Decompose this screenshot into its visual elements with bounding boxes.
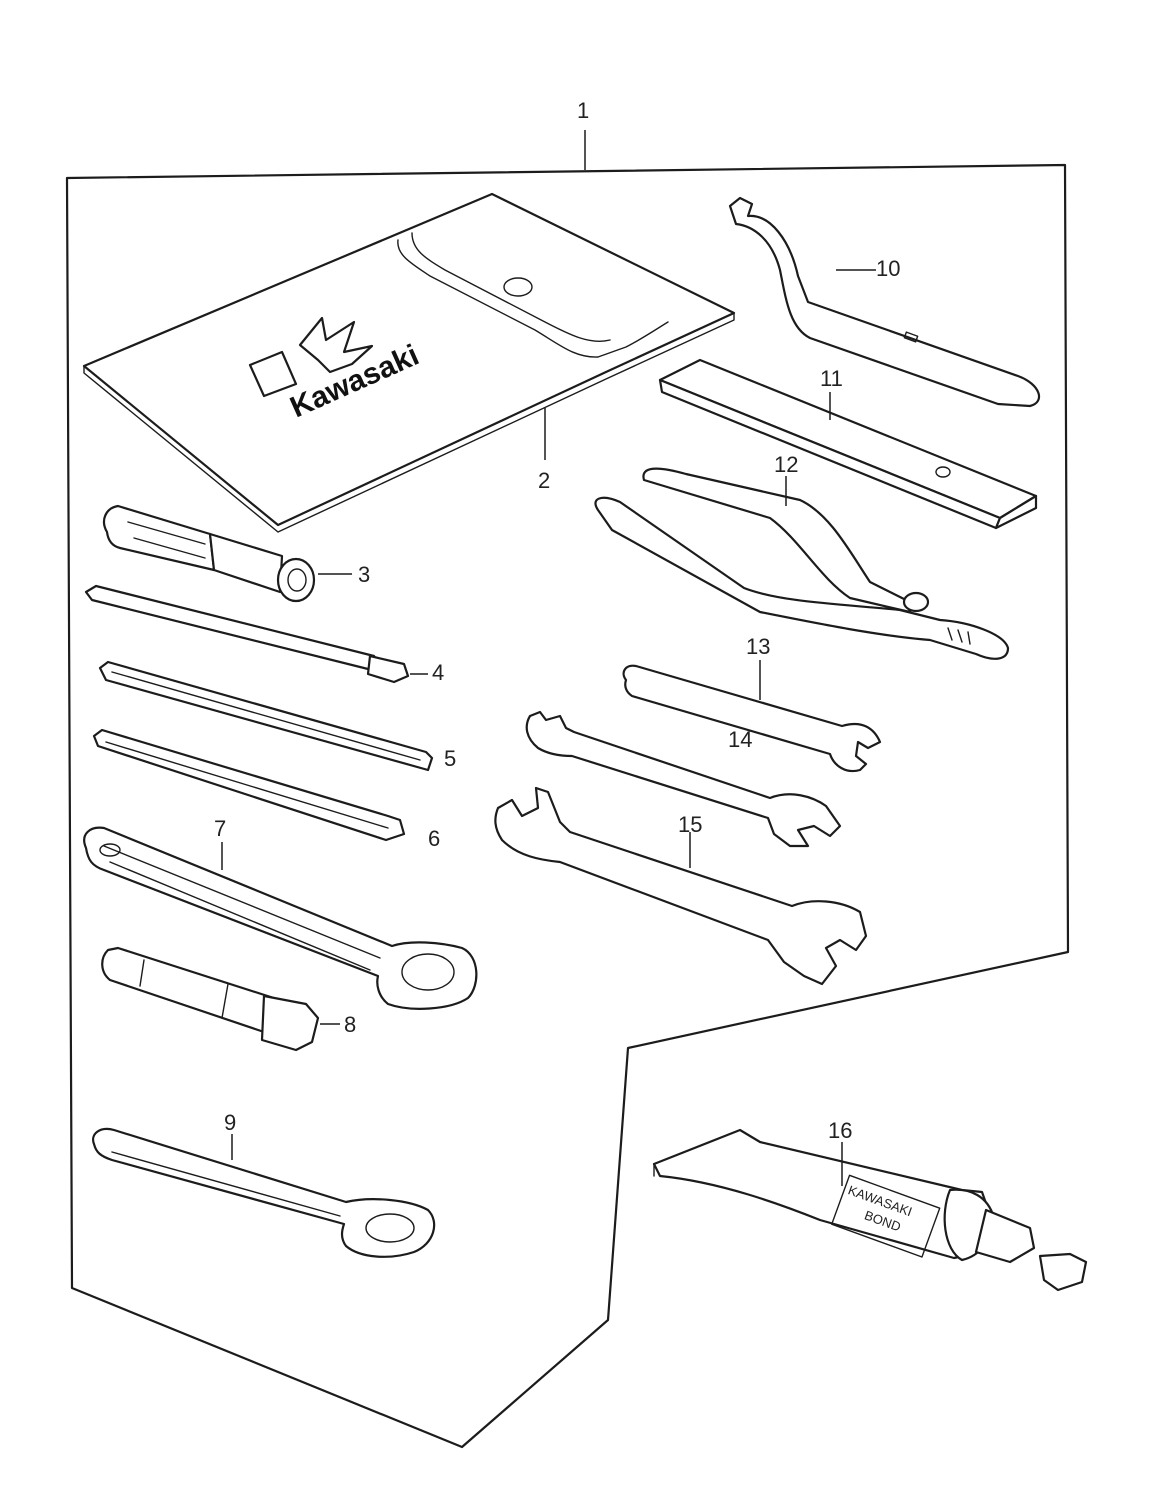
box-wrench bbox=[83, 826, 478, 1010]
callout-15: 15 bbox=[678, 812, 702, 837]
screwdriver-bit bbox=[98, 660, 434, 772]
callout-4: 4 bbox=[432, 660, 444, 685]
callout-1: 1 bbox=[577, 98, 589, 123]
flat-bar bbox=[658, 358, 1038, 530]
callout-2: 2 bbox=[538, 468, 550, 493]
screwdriver-shaft bbox=[84, 584, 410, 684]
screwdriver-bit-2 bbox=[92, 728, 406, 842]
callout-14: 14 bbox=[728, 727, 752, 752]
callout-11: 11 bbox=[820, 366, 843, 391]
callout-3: 3 bbox=[358, 562, 370, 587]
callout-13: 13 bbox=[746, 634, 770, 659]
pliers bbox=[594, 467, 1010, 660]
grease-tube: KAWASAKI BOND bbox=[652, 1128, 1088, 1292]
callout-16: 16 bbox=[828, 1118, 852, 1143]
box-wrench-2 bbox=[92, 1127, 436, 1258]
callout-9: 9 bbox=[224, 1110, 236, 1135]
kit-outline bbox=[65, 163, 1070, 1449]
callout-7: 7 bbox=[214, 816, 226, 841]
hook-spanner bbox=[728, 196, 1041, 408]
plug-wrench bbox=[101, 946, 320, 1052]
open-end-wrench-3 bbox=[494, 786, 868, 986]
callout-10: 10 bbox=[876, 256, 900, 281]
screwdriver-handle bbox=[102, 504, 316, 603]
open-end-wrench-2 bbox=[525, 710, 842, 848]
callout-12: 12 bbox=[774, 452, 798, 477]
callout-8: 8 bbox=[344, 1012, 356, 1037]
callout-5: 5 bbox=[444, 746, 456, 771]
tool-bag: Kawasaki bbox=[82, 192, 736, 533]
callout-6: 6 bbox=[428, 826, 440, 851]
open-end-wrench bbox=[622, 664, 882, 773]
